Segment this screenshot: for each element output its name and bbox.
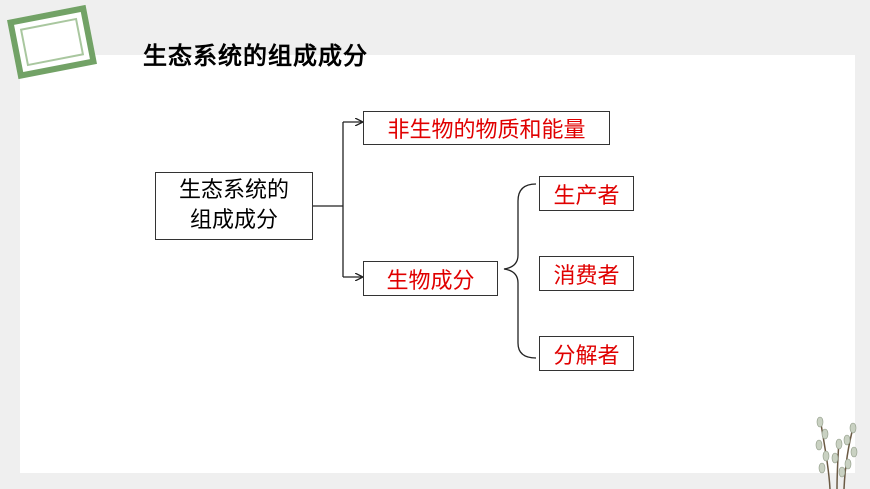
- root-box-ecosystem-components: 生态系统的 组成成分: [155, 172, 313, 240]
- curly-brace: [503, 183, 537, 359]
- producers-label: 生产者: [553, 183, 620, 209]
- abiotic-label: 非生物的物质和能量: [387, 118, 586, 143]
- root-label-line2: 组成成分: [189, 208, 278, 233]
- consumers-box: 消费者: [539, 256, 634, 291]
- consumers-label: 消费者: [553, 263, 620, 289]
- slide-title: 生态系统的组成成分: [143, 42, 368, 70]
- plant-branch-icon: [815, 416, 858, 489]
- decomposers-box: 分解者: [539, 336, 634, 371]
- abiotic-component-box: 非生物的物质和能量: [363, 111, 610, 145]
- biotic-label: 生物成分: [386, 268, 475, 294]
- root-label-line1: 生态系统的: [178, 178, 289, 203]
- decomposers-label: 分解者: [553, 343, 620, 369]
- biotic-component-box: 生物成分: [363, 261, 498, 296]
- producers-box: 生产者: [539, 176, 634, 211]
